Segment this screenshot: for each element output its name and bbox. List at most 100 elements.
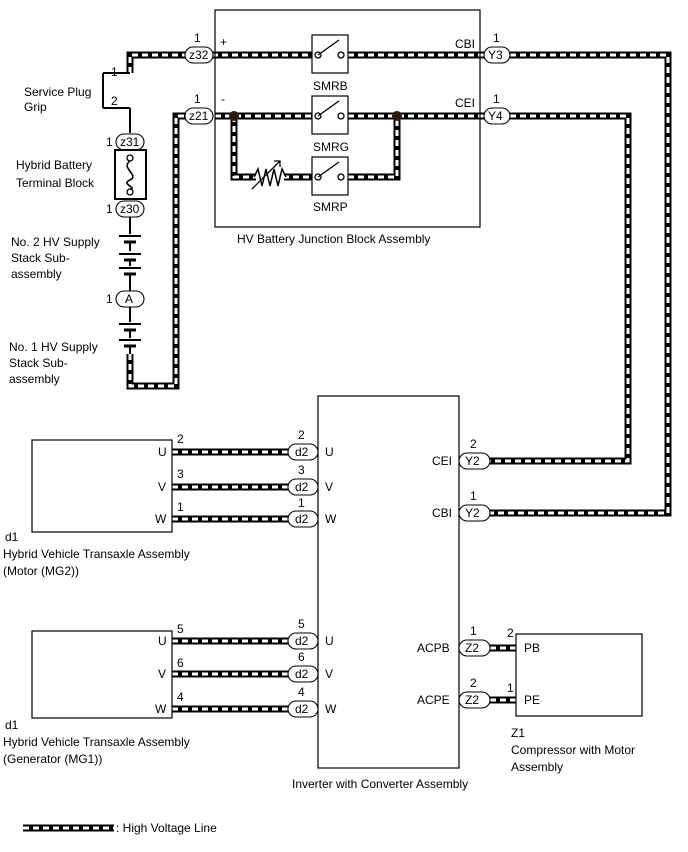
inv-u-mg2: U — [325, 445, 334, 459]
inv-w-mg2: W — [325, 512, 337, 526]
svg-text:Y2: Y2 — [465, 454, 480, 468]
inv-v-mg2: V — [325, 480, 333, 494]
connector-a: A — [115, 290, 145, 308]
smrb-label: SMRB — [313, 79, 348, 93]
svg-text:z30: z30 — [120, 202, 140, 216]
junction-block-box — [214, 9, 481, 228]
connector-z31: z31 — [115, 133, 145, 151]
mg1-pin-w: 4 — [177, 690, 184, 704]
service-plug-label-1: Service Plug — [24, 85, 91, 99]
mg2-v-label: V — [158, 480, 166, 494]
svg-text:Y2: Y2 — [465, 506, 480, 520]
pin-d2-mg2-u: 2 — [298, 428, 305, 442]
svg-text:d2: d2 — [295, 512, 309, 526]
connector-z21: z21 — [184, 107, 214, 125]
stack-2-label-2: Stack Sub- — [11, 251, 70, 265]
svg-text:Z2: Z2 — [465, 693, 479, 707]
cei-label-top: CEI — [455, 96, 475, 110]
connector-z2-acpe: Z2 — [458, 691, 491, 709]
connector-z32: z32 — [184, 46, 214, 64]
smrg-label: SMRG — [313, 140, 349, 154]
connector-y3: Y3 — [483, 46, 511, 64]
pin-a: 1 — [106, 292, 113, 306]
junction-dot-left — [229, 111, 239, 121]
connector-y2-cei: Y2 — [458, 452, 491, 470]
mg2-box — [31, 439, 173, 533]
svg-text:d2: d2 — [295, 667, 309, 681]
pin-z30: 1 — [106, 202, 113, 216]
svg-text:A: A — [125, 292, 133, 306]
connector-d2-mg2-u: d2 — [287, 443, 319, 461]
service-plug-grip-icon — [102, 72, 131, 133]
pin-y4: 1 — [493, 92, 500, 106]
terminal-block-fuse-icon — [114, 149, 147, 200]
mg2-pin-u: 2 — [177, 432, 184, 446]
connector-z2-acpb: Z2 — [458, 639, 491, 657]
inv-v-mg1: V — [325, 667, 333, 681]
pin-y2-cei: 2 — [470, 437, 477, 451]
terminal-block-label-1: Hybrid Battery — [16, 158, 92, 172]
svg-text:d2: d2 — [295, 445, 309, 459]
precharge-resistor-icon — [251, 160, 287, 190]
connector-d2-mg2-w: d2 — [287, 510, 319, 528]
connector-d2-mg1-w: d2 — [287, 700, 319, 718]
mg1-pin-u: 5 — [177, 622, 184, 636]
svg-text:d2: d2 — [295, 634, 309, 648]
acpe-label: ACPE — [417, 693, 450, 707]
acpb-label: ACPB — [417, 641, 450, 655]
mg2-code: d1 — [5, 530, 19, 544]
legend-text: : High Voltage Line — [116, 821, 217, 835]
pin-z2-acpe: 2 — [470, 676, 477, 690]
compressor-pin-pe: 1 — [507, 681, 514, 695]
stack-1-label-1: No. 1 HV Supply — [9, 340, 98, 354]
svg-text:z31: z31 — [120, 135, 140, 149]
pin-z31: 1 — [106, 135, 113, 149]
mg1-pin-v: 6 — [177, 656, 184, 670]
mg1-box — [31, 630, 173, 719]
smrg-relay — [311, 95, 349, 135]
inverter-box — [317, 395, 460, 769]
inv-u-mg1: U — [325, 634, 334, 648]
svg-text:d2: d2 — [295, 480, 309, 494]
connector-y2-cbi: Y2 — [458, 504, 491, 522]
mg2-pin-v: 3 — [177, 467, 184, 481]
service-plug-label-2: Grip — [24, 100, 47, 114]
pin-d2-mg1-u: 5 — [298, 617, 305, 631]
cbi-label-inverter: CBI — [432, 506, 452, 520]
compressor-label-1: Compressor with Motor — [511, 743, 635, 757]
minus-label: - — [221, 92, 225, 106]
compressor-pb-label: PB — [524, 641, 540, 655]
svg-text:Z2: Z2 — [465, 641, 479, 655]
connector-z30: z30 — [115, 200, 145, 218]
connector-d2-mg1-u: d2 — [287, 632, 319, 650]
svg-text:Y4: Y4 — [488, 109, 503, 123]
pin-z21: 1 — [194, 92, 201, 106]
mg1-v-label: V — [158, 667, 166, 681]
compressor-pin-pb: 2 — [507, 626, 514, 640]
high-voltage-lines — [126, 51, 672, 713]
compressor-code: Z1 — [511, 726, 525, 740]
svg-text:z21: z21 — [189, 109, 209, 123]
terminal-block-label-2: Terminal Block — [16, 176, 95, 190]
smrp-relay — [311, 156, 349, 196]
mg1-w-label: W — [155, 702, 167, 716]
mg2-u-label: U — [158, 445, 167, 459]
connector-d2-mg2-v: d2 — [287, 478, 319, 496]
pin-y3: 1 — [493, 31, 500, 45]
mg1-code: d1 — [5, 718, 19, 732]
cei-label-inverter: CEI — [432, 454, 452, 468]
mg1-label-1: Hybrid Vehicle Transaxle Assembly — [3, 735, 190, 749]
pin-d2-mg2-w: 1 — [298, 496, 305, 510]
plus-label: + — [220, 35, 227, 49]
pin-d2-mg1-v: 6 — [298, 650, 305, 664]
svg-text:Y3: Y3 — [488, 48, 503, 62]
stack-1-label-2: Stack Sub- — [9, 356, 68, 370]
pin-z32: 1 — [194, 31, 201, 45]
pin-service-plug-1: 1 — [111, 65, 118, 79]
cbi-label-top: CBI — [455, 37, 475, 51]
compressor-label-2: Assembly — [511, 760, 563, 774]
mg2-w-label: W — [155, 512, 167, 526]
pin-service-plug-2: 2 — [111, 94, 118, 108]
junction-dot-right — [392, 111, 402, 121]
